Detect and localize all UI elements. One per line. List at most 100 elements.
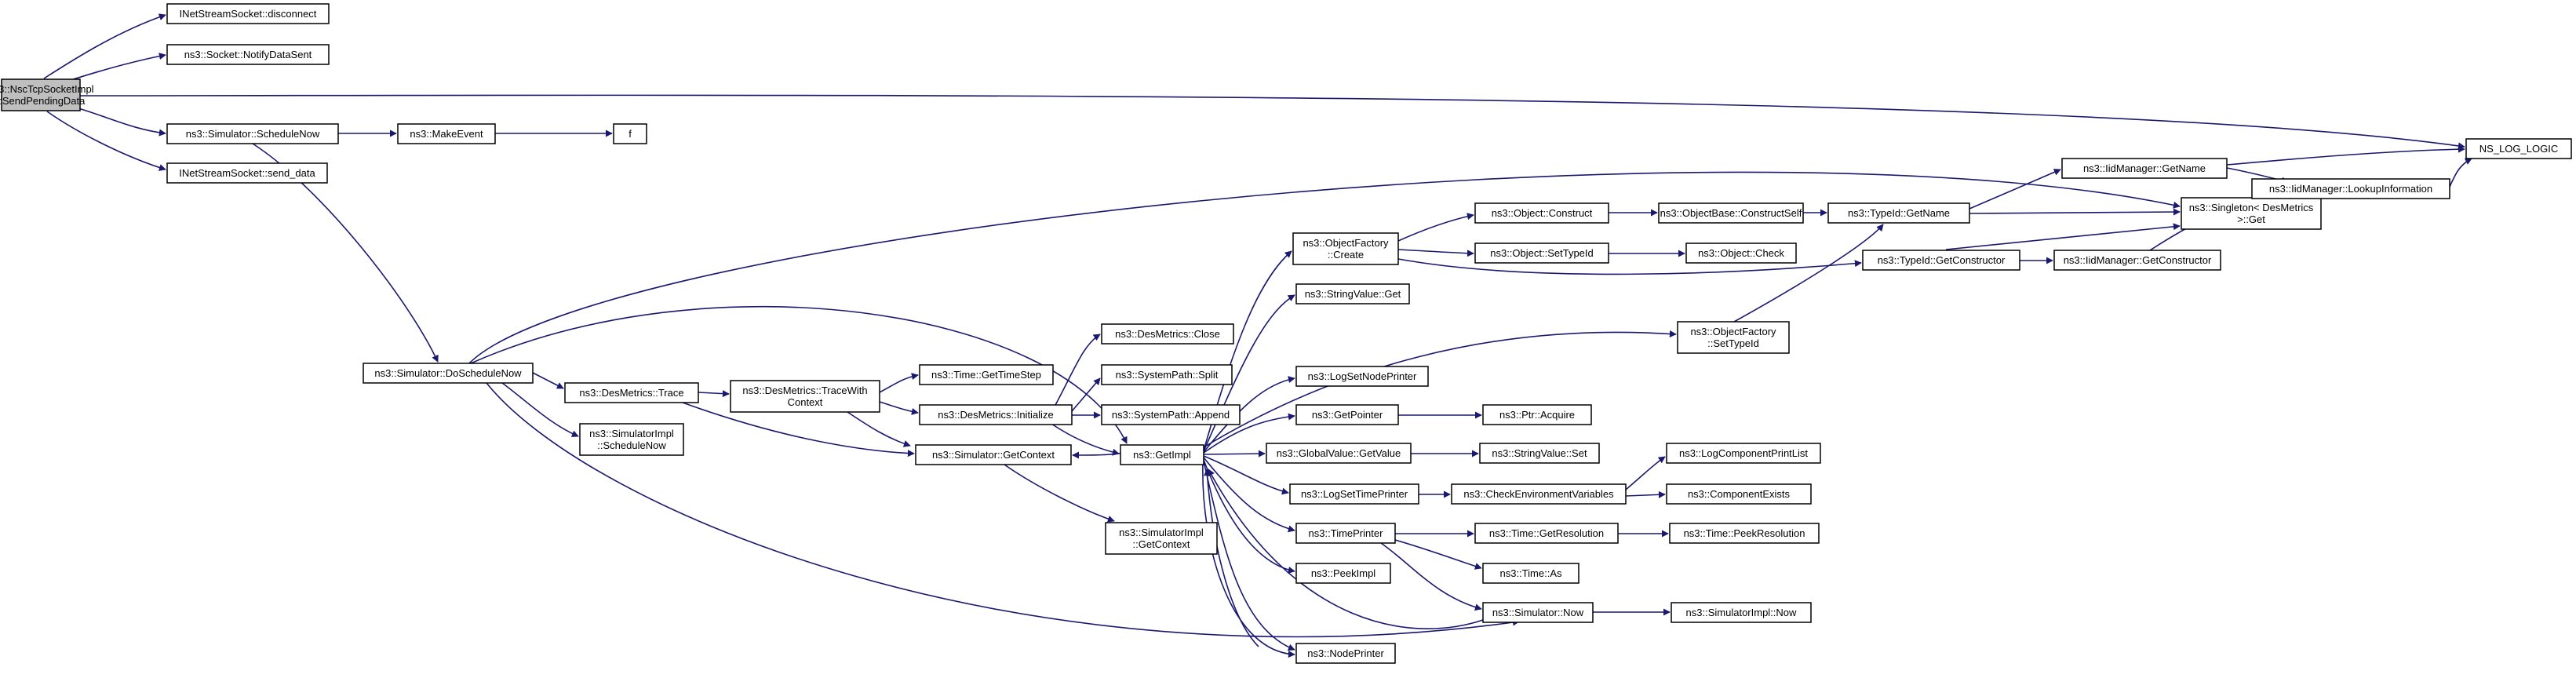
node-tidGetCons[interactable]: ns3::TypeId::GetConstructor — [1862, 250, 2020, 271]
node-box[interactable] — [564, 382, 699, 403]
node-nsLog[interactable]: NS_LOG_LOGIC — [2465, 138, 2572, 159]
node-box[interactable] — [1295, 404, 1399, 425]
node-box[interactable] — [1101, 323, 1234, 345]
node-box[interactable] — [2061, 158, 2228, 179]
node-checkEnv[interactable]: ns3::CheckEnvironmentVariables — [1451, 483, 1627, 505]
node-box[interactable] — [1685, 242, 1797, 264]
node-objConstruct[interactable]: ns3::Object::Construct — [1474, 202, 1609, 224]
node-singleton[interactable]: ns3::Singleton< DesMetrics >::Get — [2181, 197, 2322, 230]
node-compExists[interactable]: ns3::ComponentExists — [1666, 483, 1812, 505]
node-getTimeStep[interactable]: ns3::Time::GetTimeStep — [919, 364, 1054, 385]
node-box[interactable] — [1266, 443, 1412, 464]
node-simImplSched[interactable]: ns3::SimulatorImpl::ScheduleNow — [579, 423, 684, 456]
node-box[interactable] — [1295, 283, 1410, 304]
node-desTrace[interactable]: ns3::DesMetrics::Trace — [564, 382, 699, 403]
node-box[interactable] — [1474, 202, 1609, 224]
node-notify[interactable]: ns3::Socket::NotifyDataSent — [166, 44, 330, 65]
node-desClose[interactable]: ns3::DesMetrics::Close — [1101, 323, 1234, 345]
node-timeAs[interactable]: ns3::Time::As — [1482, 563, 1579, 584]
node-globGet[interactable]: ns3::GlobalValue::GetValue — [1266, 443, 1412, 464]
node-box[interactable] — [1120, 444, 1204, 465]
node-box[interactable] — [1862, 250, 2020, 271]
node-box[interactable] — [613, 123, 647, 144]
node-box[interactable] — [1479, 443, 1600, 464]
node-box[interactable] — [1295, 563, 1391, 584]
node-box[interactable] — [1295, 643, 1396, 664]
node-box[interactable] — [1666, 483, 1812, 505]
node-box[interactable] — [2053, 250, 2221, 271]
node-strSet[interactable]: ns3::StringValue::Set — [1479, 443, 1600, 464]
node-timeGetRes[interactable]: ns3::Time::GetResolution — [1474, 523, 1619, 544]
node-box[interactable] — [915, 444, 1072, 465]
node-schedNow[interactable]: ns3::Simulator::ScheduleNow — [166, 123, 339, 144]
node-box[interactable] — [1, 78, 81, 111]
node-objFactCreate[interactable]: ns3::ObjectFactory::Create — [1292, 232, 1399, 265]
node-box[interactable] — [1671, 602, 1812, 623]
node-desInit[interactable]: ns3::DesMetrics::Initialize — [919, 404, 1073, 425]
node-getContext[interactable]: ns3::Simulator::GetContext — [915, 444, 1072, 465]
node-append[interactable]: ns3::SystemPath::Append — [1101, 404, 1241, 425]
node-box[interactable] — [1658, 202, 1804, 224]
node-box[interactable] — [397, 123, 496, 144]
node-split[interactable]: ns3::SystemPath::Split — [1101, 364, 1233, 385]
node-box[interactable] — [363, 363, 534, 384]
node-doSched[interactable]: ns3::Simulator::DoScheduleNow — [363, 363, 534, 384]
node-iidGetCons[interactable]: ns3::IidManager::GetConstructor — [2053, 250, 2221, 271]
node-tidGetName[interactable]: ns3::TypeId::GetName — [1827, 202, 1970, 224]
node-box[interactable] — [2181, 197, 2322, 230]
node-box[interactable] — [1677, 321, 1790, 354]
node-logSetNode[interactable]: ns3::LogSetNodePrinter — [1295, 366, 1429, 387]
node-box[interactable] — [919, 404, 1073, 425]
node-ptrAcquire[interactable]: ns3::Ptr::Acquire — [1482, 404, 1592, 425]
node-iidLookup[interactable]: ns3::IidManager::LookupInformation — [2251, 178, 2450, 199]
node-f[interactable]: f — [613, 123, 647, 144]
node-simImplGetCtx[interactable]: ns3::SimulatorImpl::GetContext — [1105, 522, 1218, 555]
node-logCompPrint[interactable]: ns3::LogComponentPrintList — [1666, 443, 1821, 464]
node-box[interactable] — [1482, 563, 1579, 584]
node-objSetTid[interactable]: ns3::Object::SetTypeId — [1474, 242, 1609, 264]
node-root[interactable]: ns3::NscTcpSocketImpl::SendPendingData — [0, 78, 94, 111]
node-box[interactable] — [1474, 242, 1609, 264]
node-box[interactable] — [730, 380, 880, 413]
node-logSetTime[interactable]: ns3::LogSetTimePrinter — [1289, 483, 1419, 505]
node-box[interactable] — [1105, 522, 1218, 555]
node-sendData[interactable]: INetStreamSocket::send_data — [166, 162, 328, 184]
node-objCheck[interactable]: ns3::Object::Check — [1685, 242, 1797, 264]
node-box[interactable] — [166, 123, 339, 144]
node-timePrinter[interactable]: ns3::TimePrinter — [1295, 523, 1396, 544]
node-getImpl[interactable]: ns3::GetImpl — [1120, 444, 1204, 465]
node-box[interactable] — [2251, 178, 2450, 199]
node-objBaseCS[interactable]: ns3::ObjectBase::ConstructSelf — [1658, 202, 1804, 224]
node-box[interactable] — [1292, 232, 1399, 265]
node-box[interactable] — [1295, 523, 1396, 544]
node-box[interactable] — [166, 3, 330, 24]
node-strGet[interactable]: ns3::StringValue::Get — [1295, 283, 1410, 304]
node-box[interactable] — [1101, 364, 1233, 385]
node-box[interactable] — [919, 364, 1054, 385]
node-box[interactable] — [1101, 404, 1241, 425]
node-box[interactable] — [1295, 366, 1429, 387]
node-peekRes[interactable]: ns3::Time::PeekResolution — [1669, 523, 1820, 544]
node-iidGetName[interactable]: ns3::IidManager::GetName — [2061, 158, 2228, 179]
node-makeEvent[interactable]: ns3::MakeEvent — [397, 123, 496, 144]
node-nodePrinter[interactable]: ns3::NodePrinter — [1295, 643, 1396, 664]
node-box[interactable] — [1827, 202, 1970, 224]
node-box[interactable] — [579, 423, 684, 456]
node-box[interactable] — [1474, 523, 1619, 544]
node-box[interactable] — [166, 162, 328, 184]
node-box[interactable] — [1666, 443, 1821, 464]
node-box[interactable] — [1289, 483, 1419, 505]
node-objFactSetTid[interactable]: ns3::ObjectFactory::SetTypeId — [1677, 321, 1790, 354]
node-box[interactable] — [1451, 483, 1627, 505]
node-box[interactable] — [1669, 523, 1820, 544]
node-simImplNow[interactable]: ns3::SimulatorImpl::Now — [1671, 602, 1812, 623]
node-getPointer[interactable]: ns3::GetPointer — [1295, 404, 1399, 425]
node-box[interactable] — [2465, 138, 2572, 159]
node-box[interactable] — [166, 44, 330, 65]
node-box[interactable] — [1482, 602, 1594, 623]
node-simNow[interactable]: ns3::Simulator::Now — [1482, 602, 1594, 623]
node-box[interactable] — [1482, 404, 1592, 425]
node-peekImpl[interactable]: ns3::PeekImpl — [1295, 563, 1391, 584]
node-disconnect[interactable]: INetStreamSocket::disconnect — [166, 3, 330, 24]
